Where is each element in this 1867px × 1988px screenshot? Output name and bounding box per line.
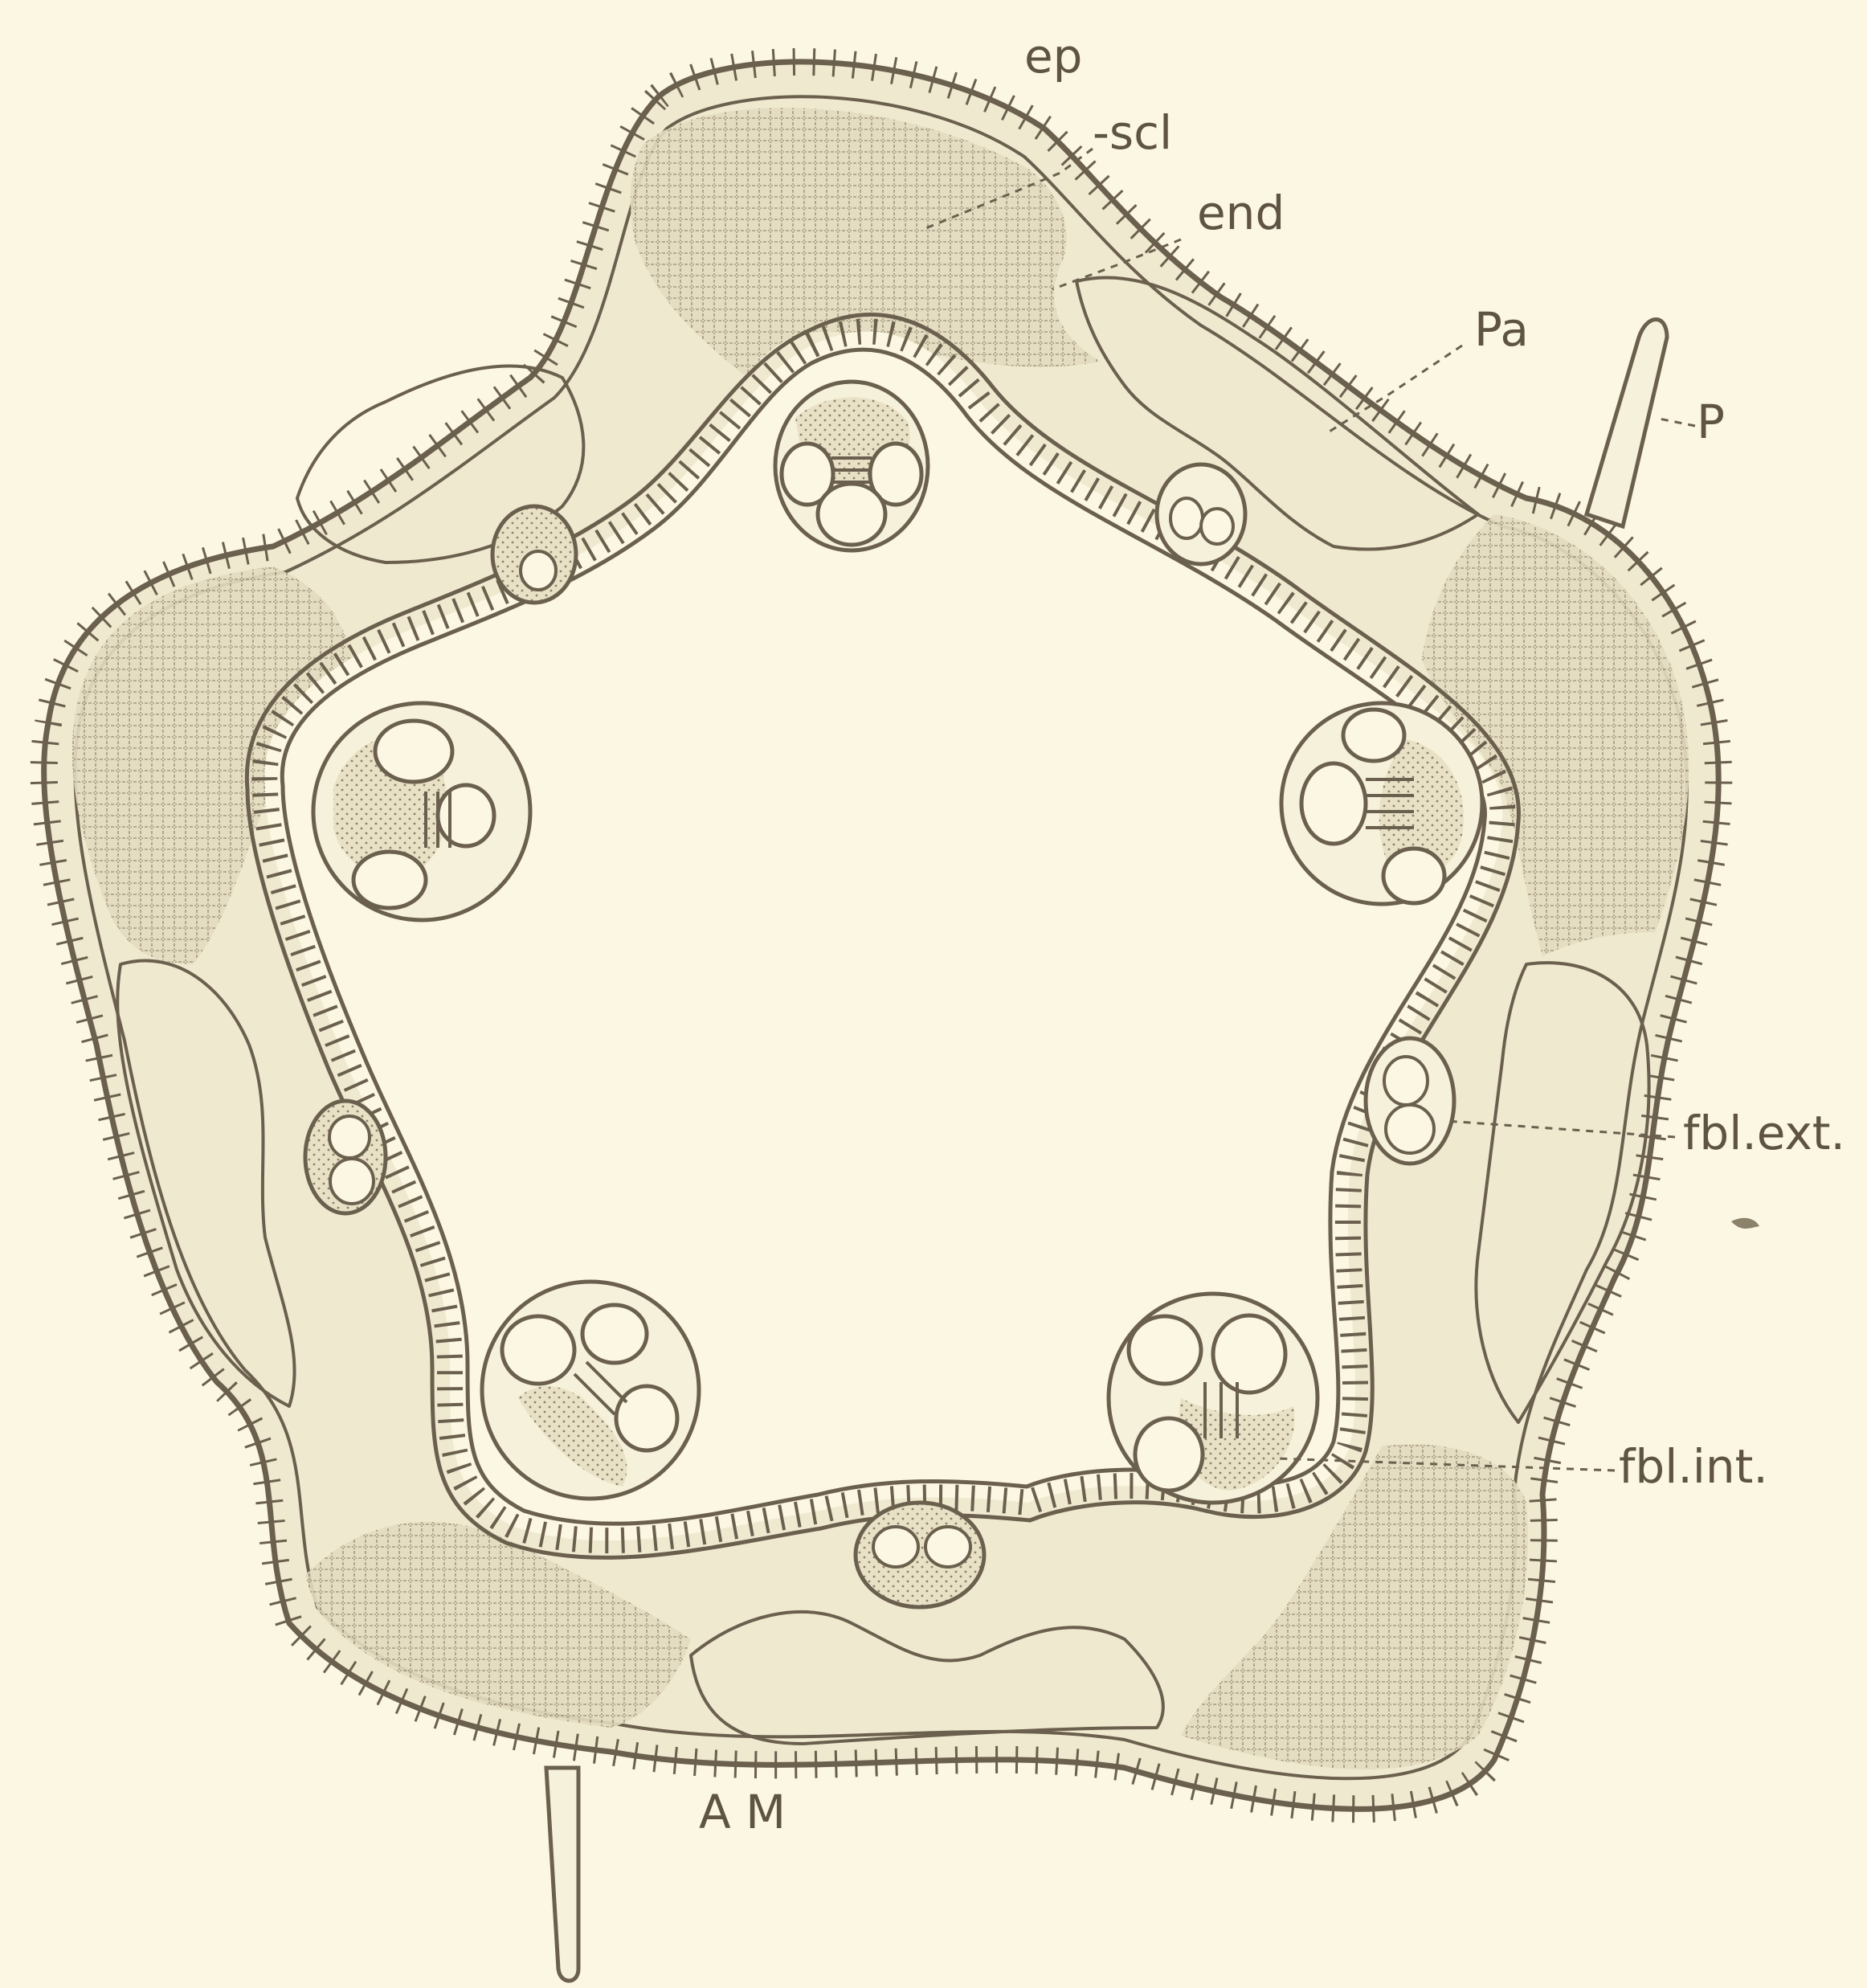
vascular-bundle-left bbox=[313, 703, 530, 920]
trichome-top-right bbox=[1587, 320, 1667, 527]
label-signature: A M bbox=[699, 1785, 786, 1839]
trichome-bottom bbox=[546, 1768, 578, 1981]
vascular-bundle-lower-left bbox=[482, 1282, 699, 1499]
vascular-bundle-upper-left bbox=[492, 506, 576, 603]
vascular-bundle-lower-right bbox=[1109, 1294, 1318, 1503]
label-p: P bbox=[1697, 395, 1725, 449]
label-pa: Pa bbox=[1474, 302, 1529, 357]
ink-mark bbox=[1731, 1218, 1759, 1229]
vascular-bundle-right-small bbox=[1366, 1038, 1454, 1164]
label-ep: ep bbox=[1024, 29, 1083, 84]
leader-p bbox=[1655, 418, 1695, 426]
label-fbl-int: fbl.int. bbox=[1619, 1439, 1768, 1494]
label-end: end bbox=[1197, 186, 1285, 240]
vascular-bundle-right bbox=[1281, 703, 1482, 904]
vascular-bundle-left-small bbox=[305, 1101, 386, 1213]
label-scl: -scl bbox=[1093, 105, 1172, 160]
vascular-bundle-top bbox=[775, 382, 928, 550]
vascular-bundle-bottom bbox=[856, 1503, 984, 1607]
vascular-bundle-upper-right bbox=[1157, 464, 1245, 564]
label-fbl-ext: fbl.ext. bbox=[1683, 1106, 1845, 1160]
